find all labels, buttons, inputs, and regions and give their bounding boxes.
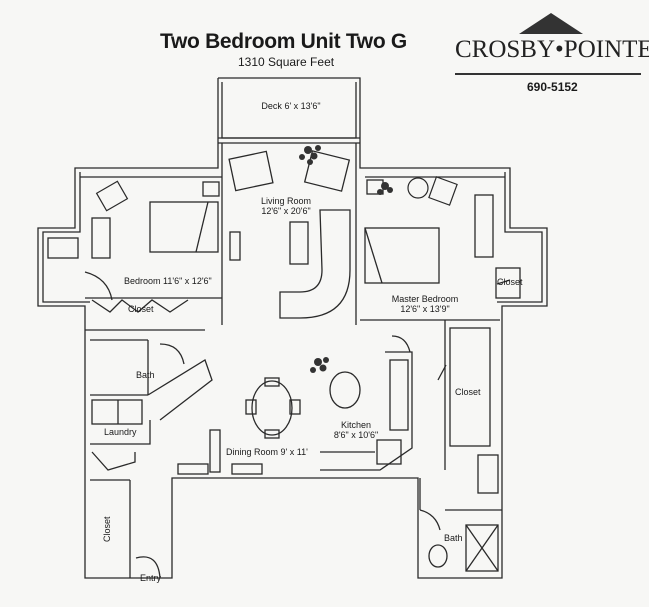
- room-label-closet-bedroom: Closet: [128, 304, 154, 314]
- room-label-bedroom: Bedroom 11'6" x 12'6": [124, 276, 212, 286]
- brand-logo: CROSBY•POINTE: [455, 10, 649, 80]
- room-label-dining: Dining Room 9' x 11': [226, 447, 308, 457]
- phone-number: 690-5152: [527, 80, 578, 94]
- room-label-bath-master: Bath: [444, 533, 463, 543]
- room-label-closet-master: Closet: [497, 277, 523, 287]
- room-label-bath: Bath: [136, 370, 155, 380]
- room-label-closet-walkin: Closet: [455, 387, 481, 397]
- room-label-deck: Deck 6' x 13'6": [261, 101, 321, 111]
- room-label-entry: Entry: [140, 573, 162, 583]
- brand-rule: [455, 73, 641, 75]
- page-title: Two Bedroom Unit Two G: [160, 30, 407, 53]
- exterior-wall: [37, 77, 548, 579]
- plant-icon: [299, 145, 393, 373]
- room-label-laundry: Laundry: [104, 427, 137, 437]
- room-label-closet-entry: Closet: [102, 516, 112, 542]
- brand-name: CROSBY•POINTE: [455, 36, 649, 63]
- roof-icon: [519, 13, 583, 34]
- square-footage: 1310 Square Feet: [238, 55, 335, 69]
